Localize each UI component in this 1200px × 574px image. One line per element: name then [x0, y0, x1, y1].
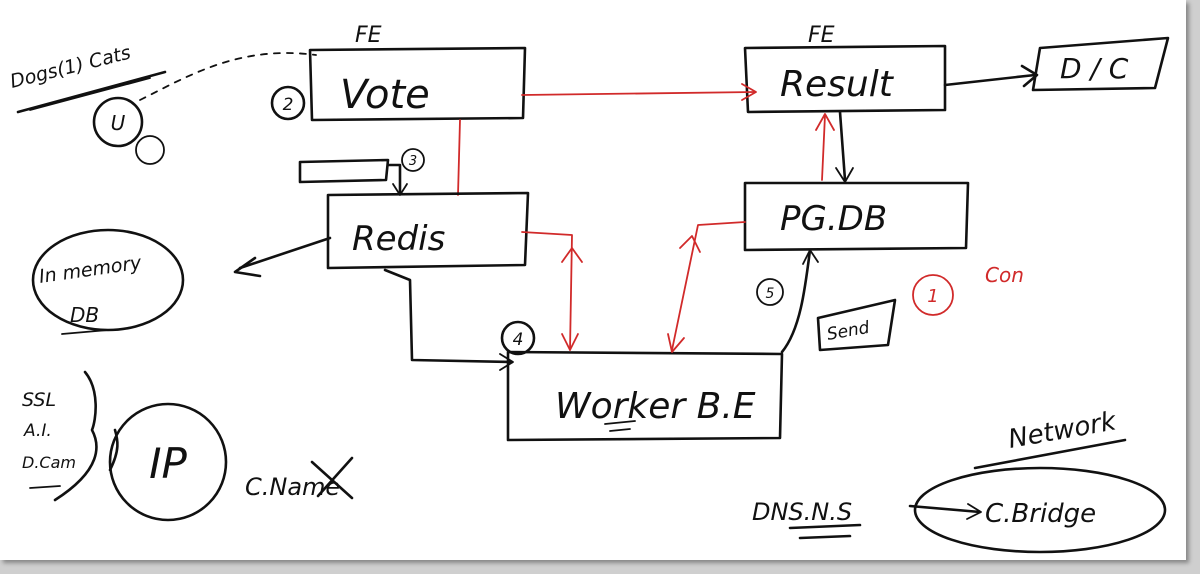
ssl-line3: D.Cam	[22, 453, 76, 472]
fe-result-label: FE	[808, 23, 835, 48]
user-circle	[92, 96, 144, 148]
architecture-diagram: Dogs(1) Cats U FE FE 2 Vote Result D / C	[8, 23, 1170, 554]
worker-box	[506, 350, 784, 442]
dogs-cats-underline-2	[29, 77, 151, 111]
user-circle-small	[135, 135, 165, 165]
result-box	[743, 44, 947, 114]
cbridge-label: C.Bridge	[985, 499, 1096, 529]
dc-box	[1031, 36, 1170, 92]
redis-to-worker-red-up-head	[561, 247, 583, 263]
redis-box	[326, 191, 530, 270]
redis-to-worker-red-line	[521, 231, 573, 351]
vote-to-redis-red-line	[457, 119, 461, 196]
redis-to-worker-red-down-head	[561, 333, 579, 351]
worker-step-badge	[500, 320, 536, 356]
inmemory-underline	[61, 329, 109, 335]
vote-step-badge	[270, 85, 306, 121]
redis-to-inmemory-arrow	[238, 236, 332, 270]
fe-vote-label: FE	[355, 23, 382, 48]
worker-label: Worker B.E	[555, 386, 756, 427]
vote-box	[308, 46, 527, 122]
inmemory-label-line1: In memory	[38, 252, 144, 288]
conf-step-badge	[912, 274, 954, 316]
conf-step-badge-label: 1	[927, 286, 938, 307]
dns-to-cbridge-arrowhead	[966, 503, 982, 520]
redis-to-inmemory-arrowhead	[233, 256, 262, 278]
pgdb-worker-red-down-head	[667, 333, 685, 353]
redis-to-worker-line	[383, 268, 514, 364]
send-box	[816, 298, 897, 352]
result-to-pgdb-line	[838, 110, 847, 182]
pgdb-worker-red-up-head	[679, 235, 701, 253]
send-label: Send	[825, 318, 871, 345]
user-circle-label: U	[111, 111, 126, 135]
ssl-line1: SSL	[22, 389, 56, 411]
pgdb-step-badge-label: 5	[766, 286, 775, 302]
vote-label: Vote	[340, 72, 430, 118]
ip-label: IP	[149, 439, 187, 488]
redis-step-badge-label: 3	[409, 154, 417, 169]
worker-to-pgdb-line	[780, 248, 812, 354]
redis-label: Redis	[352, 219, 445, 259]
vote-to-result-arrow	[521, 91, 756, 96]
whiteboard-canvas: Dogs(1) Cats U FE FE 2 Vote Result D / C	[0, 0, 1186, 560]
cbridge-ellipse	[913, 466, 1167, 554]
queue-to-redis-line	[386, 163, 402, 194]
result-label: Result	[780, 64, 895, 105]
redis-step-badge	[401, 148, 425, 172]
pgdb-step-badge	[756, 278, 784, 306]
inmemory-label-line2: DB	[70, 303, 99, 327]
redis-to-worker-arrowhead	[499, 353, 514, 371]
ssl-brace-2	[108, 428, 119, 472]
pgdb-to-result-red-arrowhead	[815, 113, 835, 131]
dns-underline	[788, 523, 862, 540]
pgdb-label: PG.DB	[780, 199, 887, 239]
dns-to-cbridge-arrow	[908, 504, 982, 514]
ip-circle	[108, 402, 228, 522]
ssl-dash	[29, 485, 61, 489]
result-to-dc-arrow	[943, 73, 1037, 87]
result-to-dc-arrowhead	[1020, 64, 1039, 88]
worker-to-pgdb-arrowhead	[802, 249, 819, 265]
user-to-vote-dashed-line	[139, 52, 317, 101]
pgdb-to-result-red-line	[821, 114, 826, 181]
cname-strike	[310, 456, 354, 500]
network-label: Network	[1006, 406, 1119, 455]
pgdb-worker-red-line	[671, 221, 746, 351]
dns-label: DNS.N.S	[752, 498, 852, 526]
result-to-pgdb-arrowhead	[835, 167, 854, 183]
network-underline	[973, 438, 1127, 470]
pgdb-box	[743, 181, 970, 252]
queue-bar	[298, 158, 390, 184]
dogs-cats-underline	[16, 70, 167, 114]
dc-label: D / C	[1060, 52, 1129, 85]
vote-to-result-arrowhead	[741, 83, 757, 101]
worker-underline	[604, 420, 636, 432]
ssl-brace	[53, 370, 98, 502]
ssl-line2: A.I.	[23, 421, 52, 441]
vote-step-badge-label: 2	[283, 95, 294, 115]
conf-label: Con	[985, 263, 1024, 287]
worker-step-badge-label: 4	[513, 330, 524, 350]
